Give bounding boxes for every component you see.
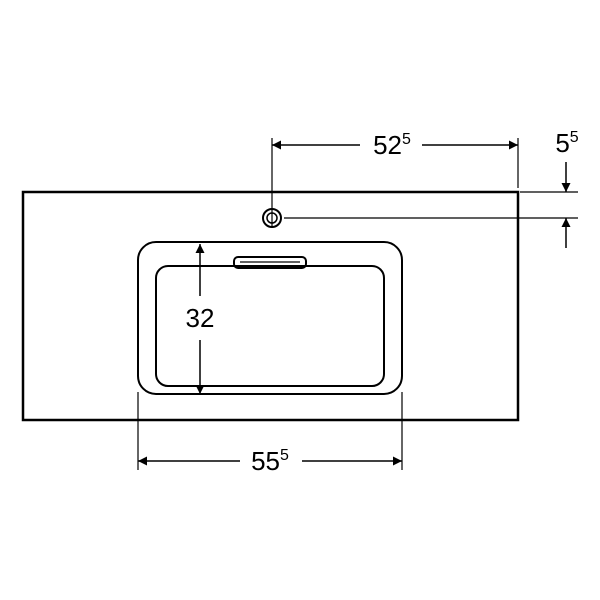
bowl-inner-outline bbox=[155, 265, 385, 387]
dim-bowl-width-label: 555 bbox=[251, 446, 289, 476]
dim-side-offset-label: 55 bbox=[555, 128, 578, 158]
countertop-outline bbox=[21, 190, 520, 422]
overflow-slot bbox=[233, 256, 307, 269]
dim-bowl-depth-label: 32 bbox=[186, 303, 215, 333]
bowl-outer-outline bbox=[137, 241, 403, 395]
dim-top-width-label: 525 bbox=[373, 130, 411, 160]
